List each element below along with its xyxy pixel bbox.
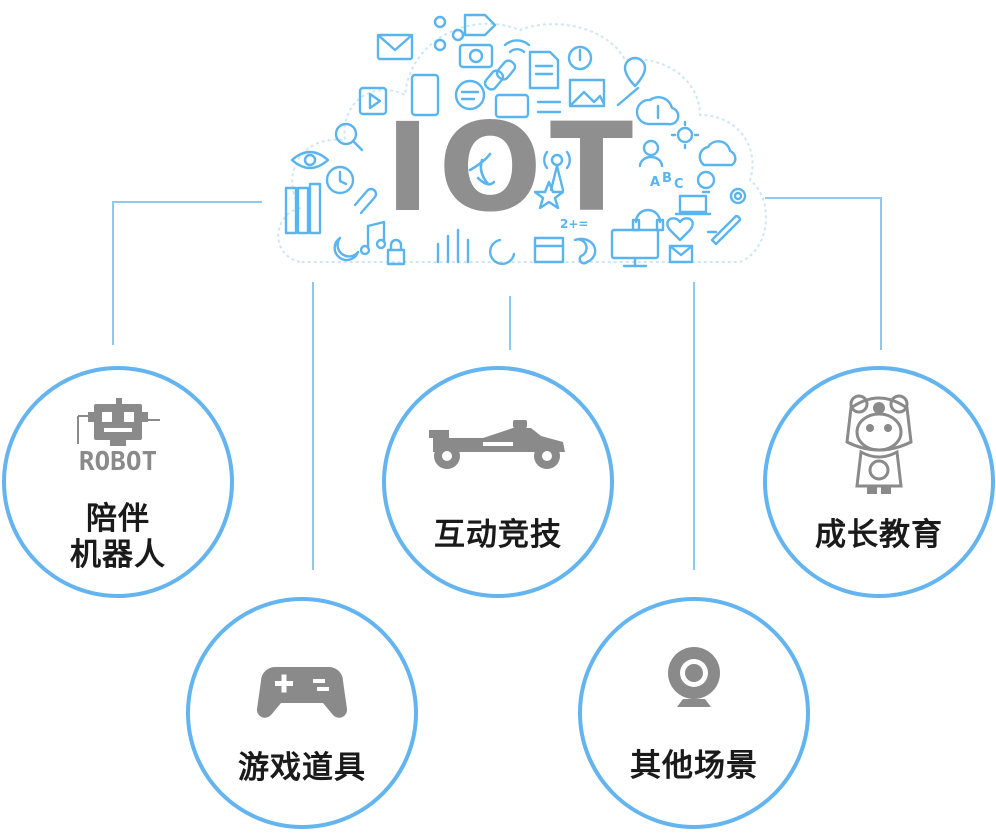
- antenna-icon: [543, 150, 571, 192]
- robot-icon: ROBOT: [77, 398, 160, 477]
- o-symbol-icon: [468, 152, 496, 186]
- cartoon-mascot-icon: [845, 394, 913, 494]
- svg-text:2+=: 2+=: [560, 217, 588, 231]
- connector-education: [765, 197, 882, 350]
- screen-icon: [494, 93, 530, 119]
- wifi-icon: [503, 39, 531, 54]
- tag-icon: [463, 13, 497, 37]
- lock-icon: [386, 238, 406, 266]
- sun-icon: [670, 120, 700, 150]
- math-icon: 2+=: [560, 217, 588, 231]
- document-icon: [528, 50, 560, 90]
- lightbulb-icon: [696, 170, 716, 194]
- download-icon: [635, 96, 680, 126]
- music-note-icon: [359, 220, 387, 256]
- moon-icon: [333, 236, 360, 262]
- location-pin-icon: [623, 56, 647, 88]
- node-other-scenarios[interactable]: 其他场景: [578, 597, 810, 829]
- user-icon: [638, 139, 664, 168]
- laptop-icon: [674, 194, 712, 216]
- search-icon: [334, 122, 364, 152]
- webcam-icon: [668, 647, 720, 707]
- camera-icon: [458, 43, 494, 69]
- clock-icon: [325, 165, 355, 195]
- share-icon: [433, 15, 465, 52]
- play-icon: [358, 86, 388, 116]
- eye-icon: [290, 150, 330, 170]
- books-icon: [284, 182, 322, 235]
- link-icon: [483, 59, 517, 91]
- palette-icon: [573, 237, 597, 265]
- node-game-props[interactable]: 游戏道具: [186, 597, 418, 829]
- gamepad-icon: [257, 667, 347, 718]
- node-label: 成长教育: [815, 517, 943, 553]
- svg-text:C: C: [674, 177, 684, 192]
- rocket-icon: [706, 214, 742, 246]
- node-label-line2: 机器人: [70, 537, 166, 573]
- star-icon: [533, 180, 565, 210]
- node-interactive-racing[interactable]: 互动竞技: [382, 366, 614, 598]
- envelope-icon: [376, 33, 414, 61]
- node-label: 游戏道具: [238, 750, 366, 786]
- mail-icon: [668, 244, 694, 264]
- phone-icon: [410, 73, 440, 117]
- node-label: 其他场景: [630, 748, 758, 784]
- power-icon: [567, 45, 593, 71]
- refresh-icon: [489, 238, 516, 265]
- heart-icon: [666, 217, 694, 242]
- gear-icon: [729, 187, 747, 205]
- race-car-icon: [429, 420, 565, 469]
- svg-text:A: A: [650, 175, 660, 190]
- svg-text:B: B: [662, 171, 672, 186]
- paperclip-icon: [353, 187, 378, 215]
- swap-arrows-icon: [536, 100, 562, 114]
- bar-chart-icon: [436, 228, 470, 264]
- svg-text:ROBOT: ROBOT: [79, 447, 157, 477]
- headphones-icon: [631, 208, 665, 232]
- image-icon: [568, 78, 606, 108]
- cloud-title: IOT: [384, 97, 642, 239]
- calendar-icon: [533, 236, 565, 264]
- node-growth-education[interactable]: 成长教育: [763, 366, 995, 598]
- pencil-icon: [616, 86, 640, 107]
- weather-cloud-icon: [698, 140, 737, 167]
- connector-robot: [112, 201, 262, 345]
- chat-icon: [454, 79, 486, 111]
- node-companion-robot[interactable]: ROBOT 陪伴 机器人: [2, 366, 234, 598]
- node-label: 互动竞技: [434, 517, 562, 553]
- node-label-line1: 陪伴: [86, 501, 150, 537]
